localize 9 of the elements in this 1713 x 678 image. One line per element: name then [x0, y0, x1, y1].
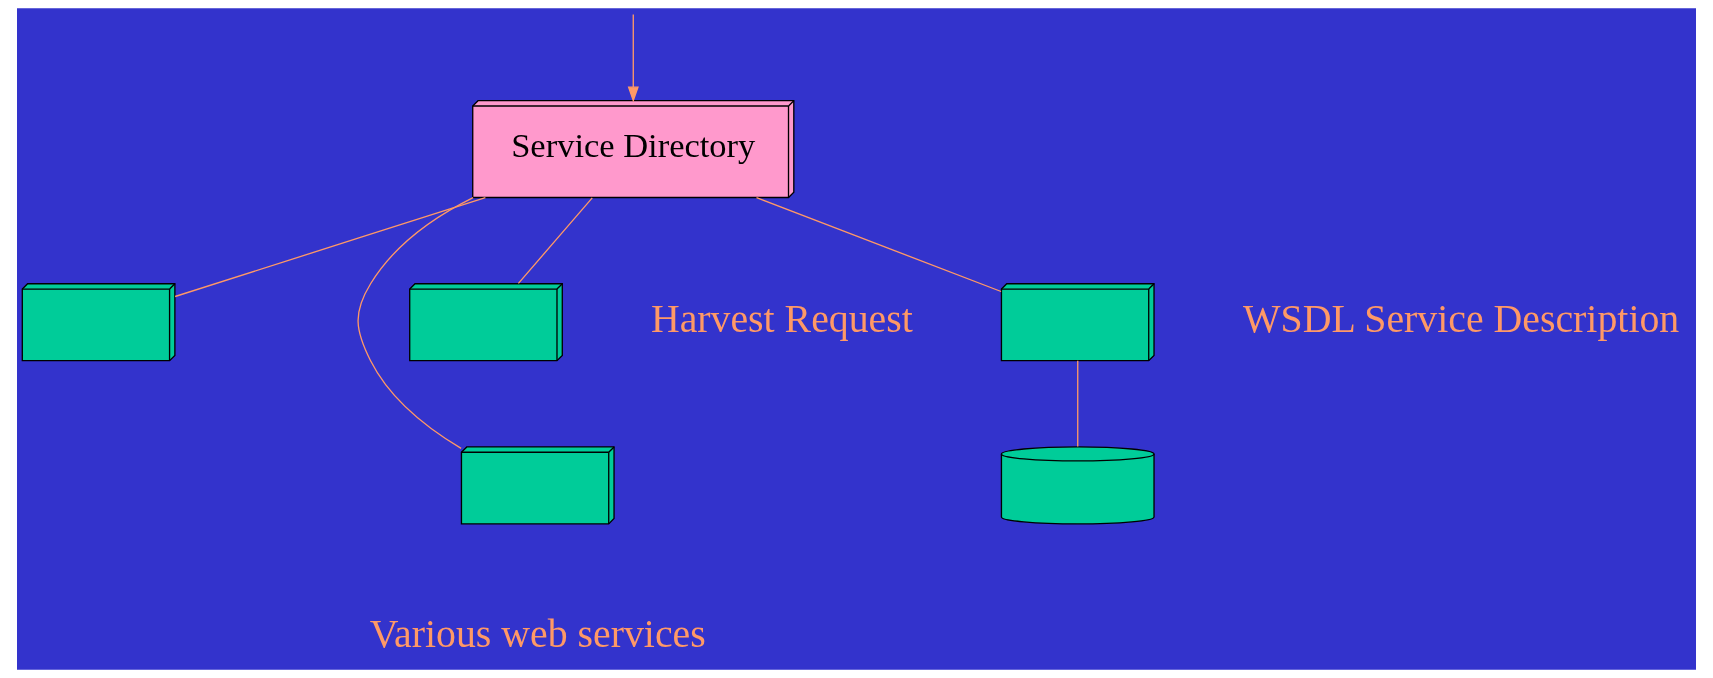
arrow [627, 13, 639, 103]
connector [174, 196, 487, 298]
connector [517, 197, 593, 285]
label: Various web services [369, 612, 706, 657]
connector [357, 196, 474, 449]
label: Harvest Request [650, 297, 913, 342]
label: WSDL Service Description [1243, 297, 1680, 342]
connector [1077, 360, 1079, 448]
connector [755, 197, 1002, 293]
